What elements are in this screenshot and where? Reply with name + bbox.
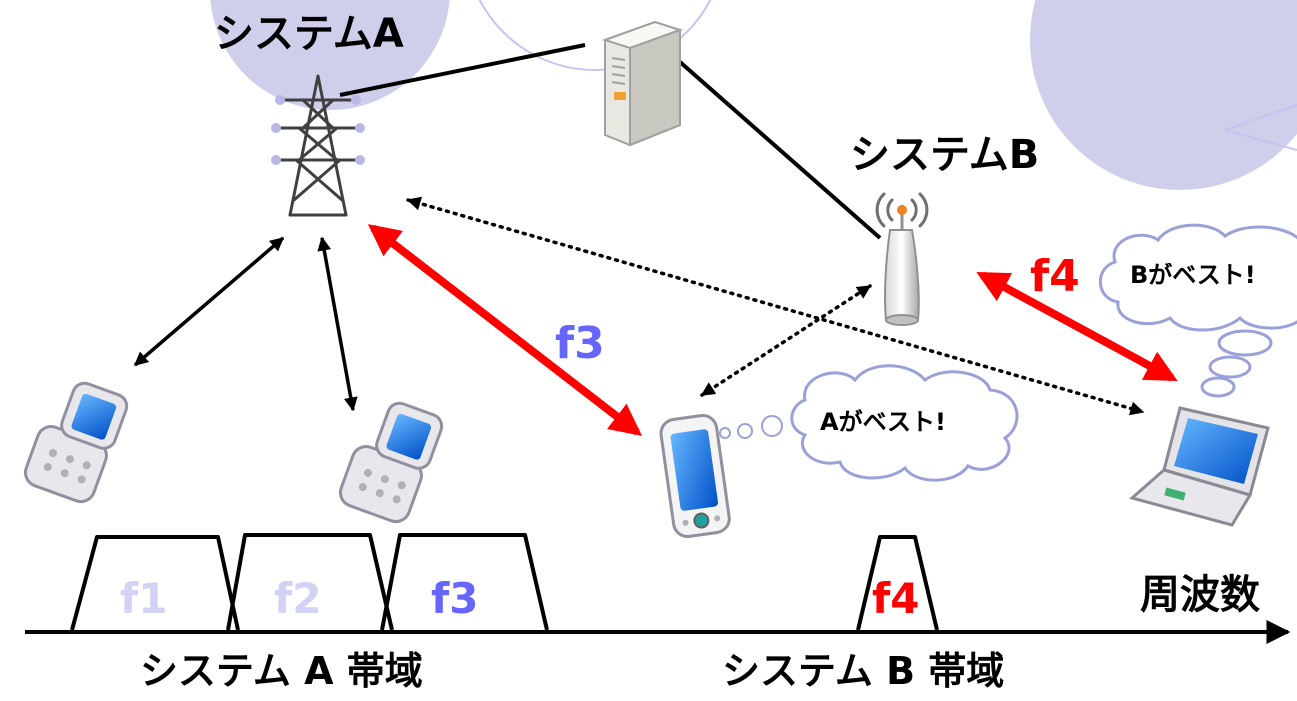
thought-text-a: Aがベスト! <box>820 408 946 436</box>
link-tower-phone2 <box>317 236 358 412</box>
thought-text-b: Bがベスト! <box>1130 263 1256 287</box>
thought-bubble-b <box>1098 223 1297 398</box>
system-b-label: システムB <box>850 132 1040 178</box>
band-label-f4: f4 <box>872 574 920 623</box>
coverage-area-a <box>210 0 450 110</box>
band-f3 <box>380 533 549 631</box>
band-label-f2: f2 <box>274 574 322 623</box>
link-f3-label: f3 <box>555 318 605 369</box>
flip-phone-icon <box>338 401 444 524</box>
wired-link-tower-server <box>339 43 586 97</box>
band-f1 <box>70 535 240 631</box>
system-a-label: システムA <box>214 11 404 57</box>
laptop-icon <box>1128 406 1270 527</box>
server-icon <box>601 20 684 147</box>
smartphone-icon <box>659 413 731 539</box>
frequency-axis-label: 周波数 <box>1140 572 1260 618</box>
band-a-label: システム A 帯域 <box>140 649 423 693</box>
band-f4 <box>856 535 939 631</box>
transmission-tower-icon <box>271 74 365 217</box>
link-tower-phone1 <box>133 236 285 367</box>
thought-bubble-a <box>719 364 1019 482</box>
coverage-area-b <box>1030 0 1297 190</box>
band-f2 <box>226 533 394 631</box>
base-station-antenna-icon <box>875 192 929 326</box>
coverage-callout-lines <box>1224 104 1297 151</box>
link-f4-antenna-laptop <box>976 271 1178 382</box>
flip-phone-icon <box>23 381 129 504</box>
band-label-f3: f3 <box>431 574 479 623</box>
band-label-f1: f1 <box>120 574 168 623</box>
link-dotted-antenna-smartphone <box>700 284 872 397</box>
coverage-area-server <box>478 0 712 71</box>
link-f4-label: f4 <box>1030 251 1080 302</box>
band-b-label: システム B 帯域 <box>722 649 1005 693</box>
